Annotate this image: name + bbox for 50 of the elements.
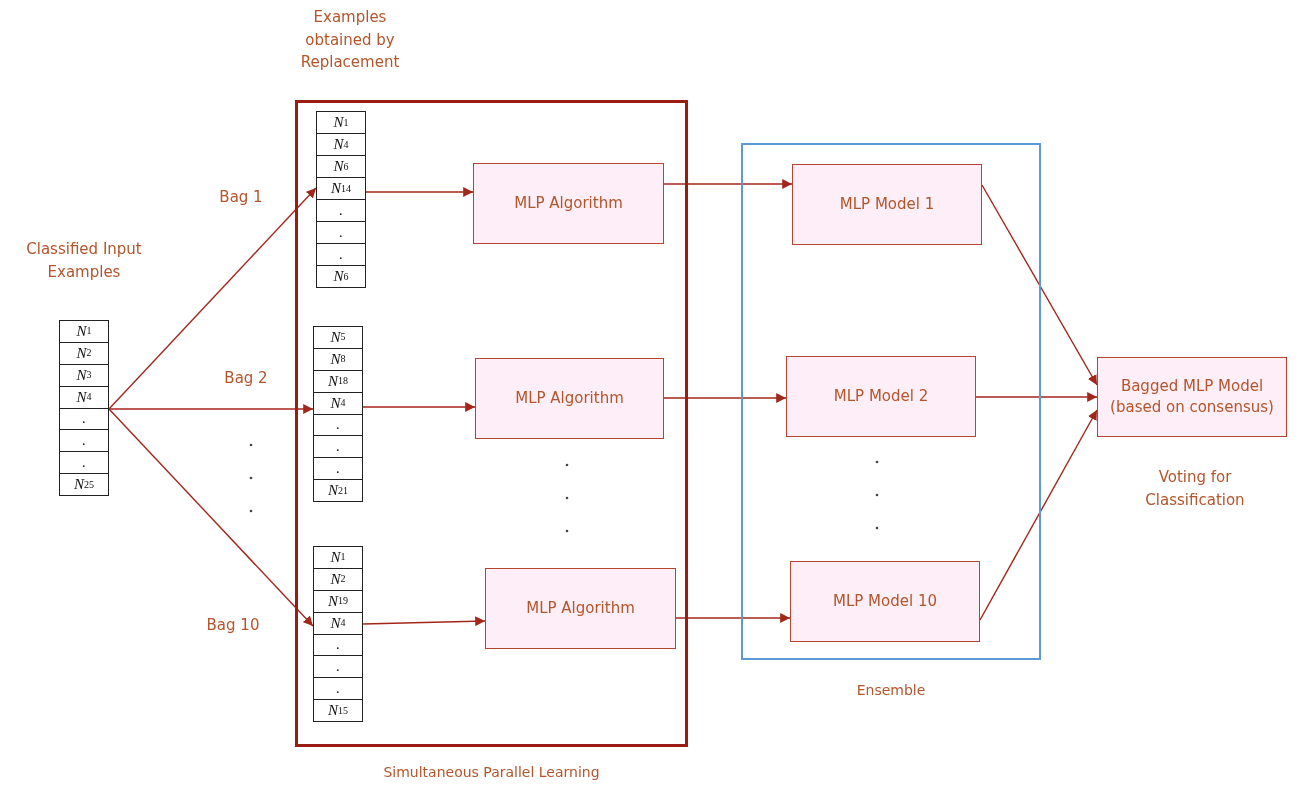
box-label: MLP Algorithm	[526, 598, 635, 619]
caption-text: Classified Input Examples	[25, 239, 143, 283]
arrow	[979, 409, 1098, 621]
arrow	[975, 392, 1098, 402]
arrow	[981, 184, 1098, 386]
column-cell: .	[314, 435, 362, 458]
frame-title: Ensemble	[855, 682, 927, 698]
process-box	[485, 568, 676, 649]
box-label: MLP Algorithm	[514, 193, 623, 214]
arrow	[108, 404, 314, 414]
column-cell: .	[317, 199, 365, 221]
arrow	[365, 187, 474, 197]
edge-label: Bag 2	[222, 369, 270, 387]
data-column	[313, 326, 363, 502]
data-column	[316, 111, 366, 288]
process-box	[792, 164, 982, 245]
edge-label: Bag 1	[217, 188, 265, 206]
process-box	[786, 356, 976, 437]
arrow	[362, 402, 476, 412]
column-cell: .	[314, 413, 362, 436]
column-cell: .	[314, 655, 362, 678]
column-cell: .	[314, 633, 362, 656]
edge-label: Bag 10	[204, 616, 262, 634]
caption-text: Voting for Classification	[1144, 467, 1246, 511]
column-cell: .	[314, 457, 362, 480]
column-cell: .	[60, 429, 108, 452]
box-label: MLP Model 1	[839, 194, 935, 215]
arrow	[362, 616, 486, 627]
box-label: MLP Model 2	[833, 386, 929, 407]
data-column	[313, 546, 363, 722]
arrow	[108, 187, 317, 410]
note-text: Examples obtained by Replacement	[299, 7, 401, 73]
process-box	[1097, 357, 1287, 437]
box-label: MLP Model 10	[833, 591, 937, 612]
arrow	[675, 613, 791, 623]
process-box	[473, 163, 664, 244]
arrow	[108, 408, 314, 627]
box-label: MLP Algorithm	[515, 388, 624, 409]
frame-title: Simultaneous Parallel Learning	[382, 764, 601, 780]
process-box	[475, 358, 664, 439]
column-cell: .	[60, 407, 108, 430]
column-cell: .	[314, 677, 362, 700]
process-box	[790, 561, 980, 642]
column-cell: .	[317, 243, 365, 265]
column-cell: .	[60, 451, 108, 474]
data-column	[59, 320, 109, 496]
column-cell: .	[317, 221, 365, 243]
arrow	[663, 179, 793, 189]
box-label: Bagged MLP Model (based on consensus)	[1109, 376, 1275, 418]
arrow	[663, 393, 787, 403]
